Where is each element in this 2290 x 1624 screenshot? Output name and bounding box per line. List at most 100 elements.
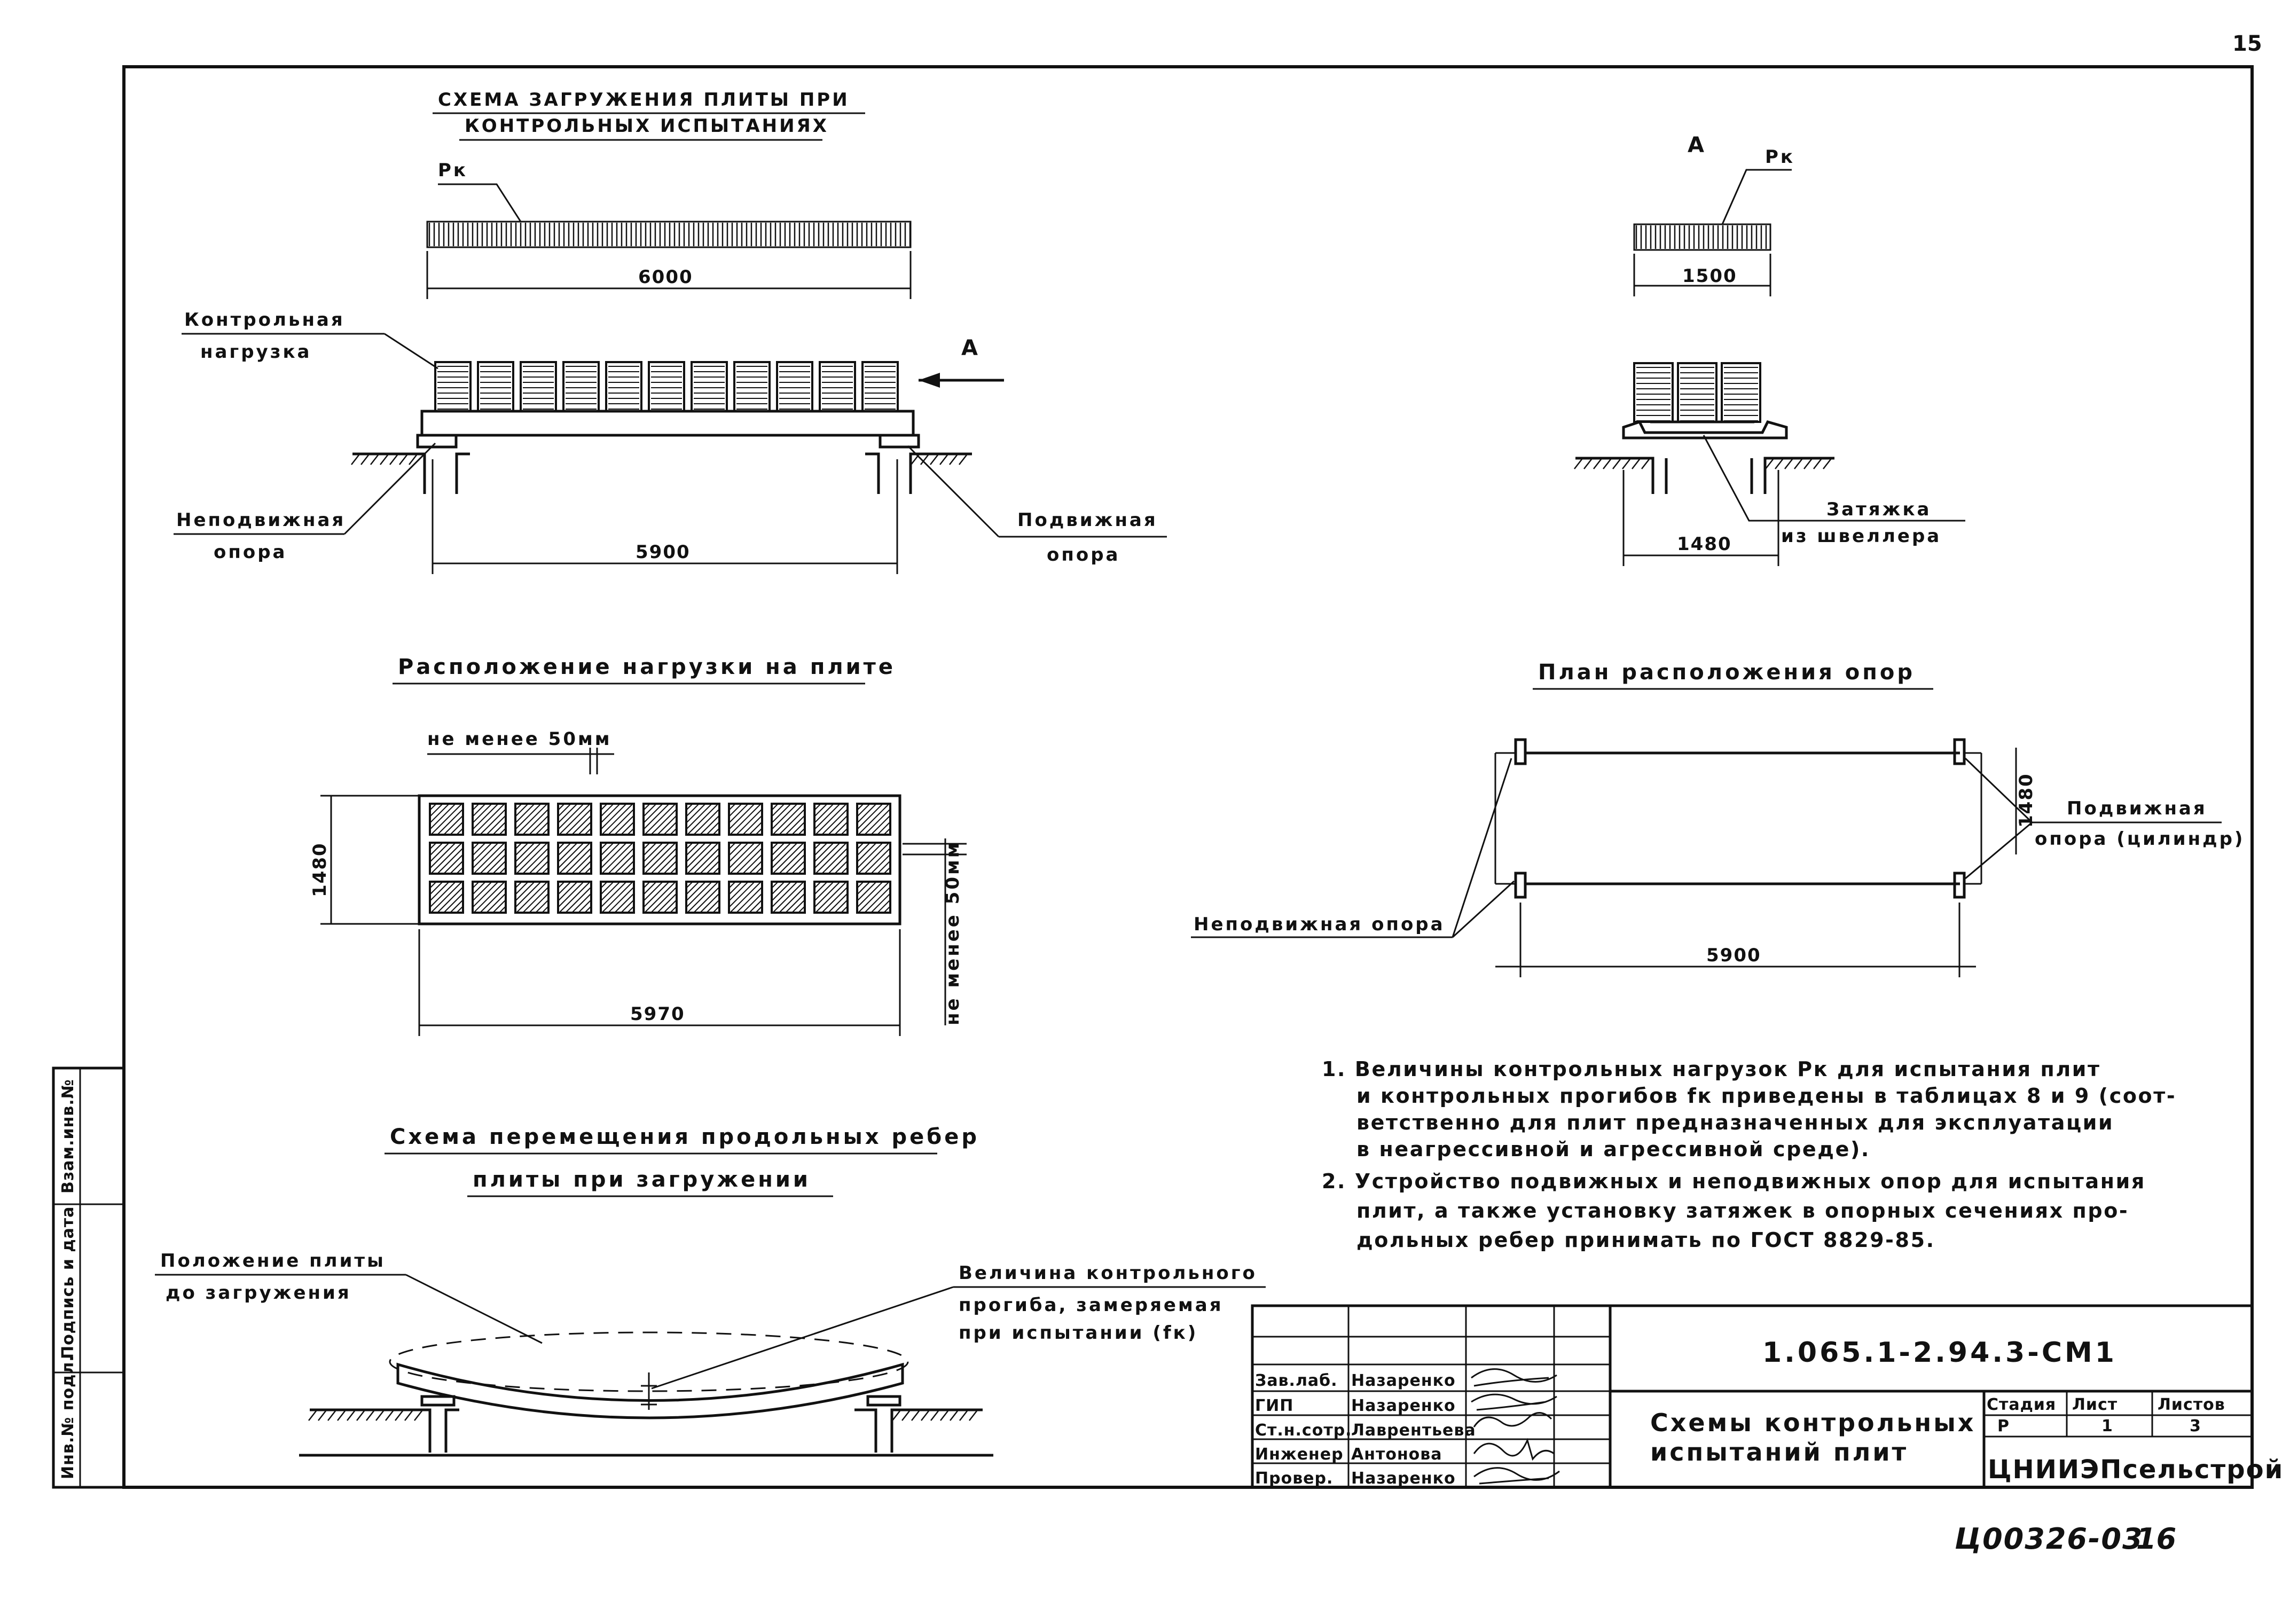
ground-hatch-line	[1593, 459, 1602, 469]
note-line-4: в неагрессивной и агрессивной среде).	[1356, 1137, 1870, 1161]
side-gap-label: не менее 50мм	[942, 841, 963, 1025]
load-block-plan-hatch	[771, 842, 791, 862]
tie-label-1: Затяжка	[1826, 499, 1932, 520]
loading-scheme: СХЕМА ЗАГРУЖЕНИЯ ПЛИТЫ ПРИ КОНТРОЛЬНЫХ И…	[174, 89, 1167, 574]
deflection-right-support	[854, 1408, 983, 1453]
load-block-plan-hatch	[693, 809, 720, 835]
title-block: 1.065.1-2.94.3-СМ1 Схемы контрольных исп…	[1251, 1304, 2283, 1489]
layout-length: 5970	[630, 1003, 685, 1025]
load-block-plan	[728, 881, 763, 914]
load-block-plan-hatch	[883, 867, 891, 874]
load-block-plan-hatch	[542, 867, 549, 874]
load-block-plan-hatch	[515, 881, 529, 895]
load-block-plan-hatch	[657, 893, 677, 913]
load-block-plan-hatch	[693, 848, 720, 874]
load-block-plan-hatch	[686, 881, 700, 895]
deflection-label-2: прогиба, замеряемая	[959, 1295, 1224, 1316]
load-block-plan-hatch	[480, 809, 506, 835]
load-block-plan-hatch	[472, 881, 486, 895]
load-block-plan-hatch	[858, 803, 890, 835]
ground-hatch-line	[404, 1410, 413, 1421]
load-block-plan-hatch	[814, 803, 821, 811]
load-block-plan-hatch	[864, 848, 891, 874]
load-block-plan-hatch	[429, 842, 443, 856]
load-block-plan-hatch	[742, 815, 763, 835]
load-block-plan-hatch	[535, 899, 549, 913]
load-block-plan-hatch	[643, 881, 670, 908]
ground-hatch-line	[1813, 459, 1822, 469]
span-5900: 5900	[636, 542, 691, 563]
load-block-plan-hatch	[515, 803, 542, 830]
ground-hatch-line	[385, 1410, 394, 1421]
ground-hatch-line	[969, 1410, 977, 1421]
load-block-plan-hatch	[670, 867, 677, 874]
loading-title-line2: КОНТРОЛЬНЫХ ИСПЫТАНИЯХ	[465, 115, 829, 137]
sheets-label: Листов	[2158, 1395, 2225, 1414]
load-block-plan	[813, 842, 849, 875]
role-1: Зав.лаб.	[1255, 1371, 1338, 1390]
load-block-plan-hatch	[755, 867, 763, 874]
ground-hatch-line	[356, 1410, 365, 1421]
before-loading-label-1: Положение плиты	[160, 1250, 386, 1272]
load-block-plan-hatch	[700, 815, 720, 835]
ground-hatch-line	[414, 1410, 422, 1421]
ground-hatch-line	[949, 454, 958, 465]
layout-width: 1480	[309, 842, 331, 897]
load-block-plan-hatch	[841, 906, 848, 913]
load-block-plan-hatch	[828, 893, 848, 913]
tie-label-2: из швеллера	[1781, 525, 1941, 547]
load-block-plan-hatch	[771, 842, 785, 856]
archive-page: 16	[2136, 1522, 2176, 1556]
ground-hatch-line	[351, 454, 359, 465]
role-5: Провер.	[1255, 1469, 1333, 1488]
load-block-plan-hatch	[430, 803, 462, 835]
load-block-plan-hatch	[815, 803, 847, 835]
load-block-plan-hatch	[686, 881, 712, 908]
load-block-plan-hatch	[712, 906, 720, 913]
load-block-plan-hatch	[706, 899, 720, 913]
load-block-plan	[856, 803, 891, 836]
load-block-plan-hatch	[472, 842, 499, 869]
role-4: Инженер	[1255, 1445, 1344, 1464]
plan-span: 5900	[1706, 945, 1761, 966]
load-block-plan-hatch	[883, 906, 891, 913]
load-block-plan-hatch	[821, 886, 848, 913]
load-block-plan-hatch	[834, 860, 848, 874]
load-block-plan-hatch	[429, 803, 450, 823]
load-block-plan-hatch	[771, 842, 779, 850]
load-block-plan-hatch	[473, 881, 505, 913]
load-block-plan-hatch	[472, 881, 480, 889]
load-block-plan-hatch	[686, 803, 712, 830]
load-block-plan-hatch	[857, 842, 883, 869]
load-block-plan-hatch	[700, 893, 720, 913]
load-block	[1677, 362, 1718, 423]
load-block-plan-hatch	[712, 867, 720, 874]
load-block-plan-hatch	[706, 821, 720, 835]
ground-hatch-line	[370, 454, 379, 465]
load-block-plan-hatch	[600, 881, 621, 901]
load-block-plan	[429, 881, 464, 914]
load-block-plan-hatch	[565, 848, 592, 874]
load-block-plan-hatch	[877, 821, 891, 835]
load-block-plan	[728, 842, 763, 875]
load-block-plan	[600, 803, 635, 836]
load-block-plan-hatch	[771, 881, 791, 901]
load-block-plan	[429, 842, 464, 875]
load-block-plan-hatch	[771, 881, 779, 889]
load-block-plan	[771, 803, 806, 836]
ground-hatch-line	[327, 1410, 336, 1421]
ground-hatch-line	[1632, 459, 1640, 469]
view-marker-a: А	[961, 336, 978, 360]
load-block-plan	[514, 881, 550, 914]
load-block-plan-hatch	[429, 881, 456, 908]
load-block-plan-hatch	[480, 886, 506, 913]
load-block-plan	[813, 803, 849, 836]
load-block-plan-hatch	[828, 815, 848, 835]
load-block-plan-hatch	[657, 854, 677, 874]
load-block-plan-hatch	[578, 899, 592, 913]
ground-hatch-line	[360, 454, 369, 465]
ground-hatch-line	[1622, 459, 1630, 469]
side-stamp-signature: Подпись и дата	[59, 1206, 77, 1359]
stage-label: Стадия	[1987, 1395, 2056, 1414]
load-layout-scheme: Расположение нагрузки на плите не менее …	[309, 655, 967, 1036]
